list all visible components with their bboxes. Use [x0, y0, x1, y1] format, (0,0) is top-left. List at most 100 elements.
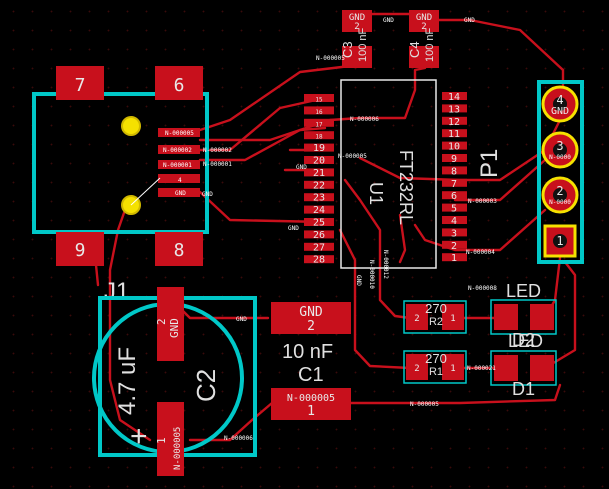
r2-resistor[interactable]: 2 1 270 R2 — [403, 300, 467, 334]
j1-connector[interactable]: 7 6 9 8 N-000005 N-000002 N-000001 4 GND… — [32, 66, 209, 305]
u1-pin-12[interactable] — [442, 116, 467, 125]
u1-pin-28[interactable] — [304, 255, 334, 264]
u1-pin-13[interactable] — [442, 104, 467, 113]
c4-pad-net: GND — [416, 13, 432, 23]
c2-pad-2[interactable] — [157, 287, 184, 361]
u1-pin-11[interactable] — [442, 129, 467, 138]
u1-pin-26[interactable] — [304, 230, 334, 239]
trace-gnd-top[interactable] — [362, 12, 565, 102]
r2-pad-2[interactable] — [406, 304, 428, 330]
p1-header[interactable]: 4 GND 3 N-0000 2 N-0000 1 P1 — [476, 80, 584, 264]
u1-pin-21[interactable] — [304, 168, 334, 177]
u1-pin-16[interactable] — [304, 106, 334, 115]
c4-capacitor[interactable]: GND 2 C4 100 nF — [407, 10, 439, 68]
j1-pin-5[interactable] — [158, 188, 200, 197]
d2-value-label: LED — [506, 281, 541, 301]
u1-pin-9[interactable] — [442, 154, 467, 162]
trace-c2-left[interactable] — [108, 208, 152, 442]
j1-pin-1[interactable] — [158, 128, 200, 137]
p1-pin-3[interactable] — [541, 131, 579, 169]
c2-pad-1[interactable] — [157, 402, 184, 476]
u1-pin-1[interactable] — [442, 253, 467, 262]
u1-pin-10[interactable] — [442, 141, 467, 150]
r2-ref-label: R2 — [429, 316, 443, 328]
c1-pad-2[interactable] — [271, 302, 351, 334]
c1-pad-1[interactable] — [271, 388, 351, 420]
net-label-n12: N-000012 — [382, 250, 389, 279]
p1-pin-3-net: N-0000 — [549, 154, 571, 161]
trace-j1-u1-b[interactable] — [198, 126, 327, 162]
u1-pin-5[interactable] — [442, 203, 467, 212]
u1-pin-3[interactable] — [442, 228, 467, 237]
u1-pin-20[interactable] — [304, 156, 334, 164]
d1-led[interactable]: LED D1 — [490, 331, 557, 399]
r1-pad-1-num: 1 — [450, 364, 455, 374]
u1-pin-6[interactable] — [442, 191, 467, 200]
u1-value-label: FT232RL — [396, 150, 416, 225]
j1-pad-8[interactable] — [155, 232, 203, 266]
j1-pad-9[interactable] — [56, 232, 104, 266]
j1-pin-2[interactable] — [158, 145, 200, 154]
d2-pad-a[interactable] — [494, 304, 518, 330]
c1-pad-2-num: 2 — [307, 319, 315, 334]
j1-outline — [32, 92, 209, 234]
j1-pad-6-label: 6 — [174, 75, 185, 96]
u1-pin-17[interactable] — [304, 118, 334, 127]
c3-pad-2[interactable] — [342, 10, 372, 32]
p1-pin-1[interactable] — [543, 224, 577, 258]
p1-pin-2[interactable] — [541, 176, 579, 214]
u1-pin-22[interactable] — [304, 180, 334, 189]
r1-pad-2[interactable] — [406, 354, 428, 380]
u1-pin-4[interactable] — [442, 216, 467, 224]
r2-pad-1[interactable] — [442, 304, 464, 330]
c3-pad-1[interactable] — [342, 46, 372, 68]
j1-pin-3[interactable] — [158, 160, 200, 169]
trace-j1-u1-c[interactable] — [198, 190, 327, 224]
c1-capacitor[interactable]: GND 2 10 nF C1 N-000005 1 — [271, 302, 351, 420]
u1-pin-24[interactable] — [304, 205, 334, 214]
j1-pin-4[interactable] — [158, 174, 200, 183]
u1-pin-2[interactable] — [442, 240, 467, 249]
trace-u1-r1[interactable] — [338, 228, 412, 370]
c2-capacitor[interactable]: 2 GND 1 N-000005 4.7 uF C2 + — [92, 287, 257, 476]
u1-pin-8[interactable] — [442, 166, 467, 175]
u1-pin-26-label: 26 — [313, 230, 325, 241]
j1-pad-7-label: 7 — [75, 75, 86, 96]
d2-pad-k[interactable] — [530, 304, 554, 330]
r1-pad-1[interactable] — [442, 354, 464, 380]
trace-u1-r2[interactable] — [343, 178, 412, 320]
d2-led[interactable]: LED D2 — [490, 281, 557, 350]
trace-c1-d[interactable] — [333, 383, 562, 405]
net-label-n5-bot: N-000005 — [410, 401, 439, 408]
c2-polarity-mark: + — [130, 420, 148, 453]
c2-pad-2-num: 2 — [155, 318, 168, 325]
u1-pin-19-label: 19 — [313, 143, 325, 154]
d1-pad-a[interactable] — [494, 355, 518, 381]
u1-pin-19[interactable] — [304, 143, 334, 152]
trace-u1-right-2[interactable] — [453, 158, 547, 202]
net-label-n21: N-000021 — [467, 365, 496, 372]
j1-pad-7[interactable] — [56, 66, 104, 100]
u1-pin-14[interactable] — [442, 92, 467, 100]
trace-u1-vert[interactable] — [398, 213, 407, 264]
u1-chip[interactable]: U1 FT232RL 1516171819202122232425262728 … — [304, 79, 467, 269]
trace-j1-u1-a[interactable] — [198, 96, 327, 152]
c4-pad-2[interactable] — [409, 10, 439, 32]
u1-pin-1-label: 1 — [451, 253, 457, 264]
c4-pad-1[interactable] — [409, 46, 439, 68]
c3-capacitor[interactable]: GND 2 C3 100 nF — [340, 10, 372, 68]
u1-pin-7[interactable] — [442, 178, 467, 187]
trace-c4-u1[interactable] — [198, 58, 427, 142]
u1-pin-18[interactable] — [304, 131, 334, 140]
u1-pin-15[interactable] — [304, 94, 334, 102]
u1-pin-25[interactable] — [304, 218, 334, 226]
d1-pad-k[interactable] — [530, 355, 554, 381]
u1-pin-23[interactable] — [304, 193, 334, 202]
p1-pin-4[interactable] — [541, 85, 579, 123]
r1-resistor[interactable]: 2 1 270 R1 — [403, 350, 467, 384]
p1-pin-2-net: N-0000 — [549, 199, 571, 206]
trace-u1-right-3[interactable] — [413, 208, 547, 252]
u1-pin-27[interactable] — [304, 242, 334, 251]
j1-pad-6[interactable] — [155, 66, 203, 100]
